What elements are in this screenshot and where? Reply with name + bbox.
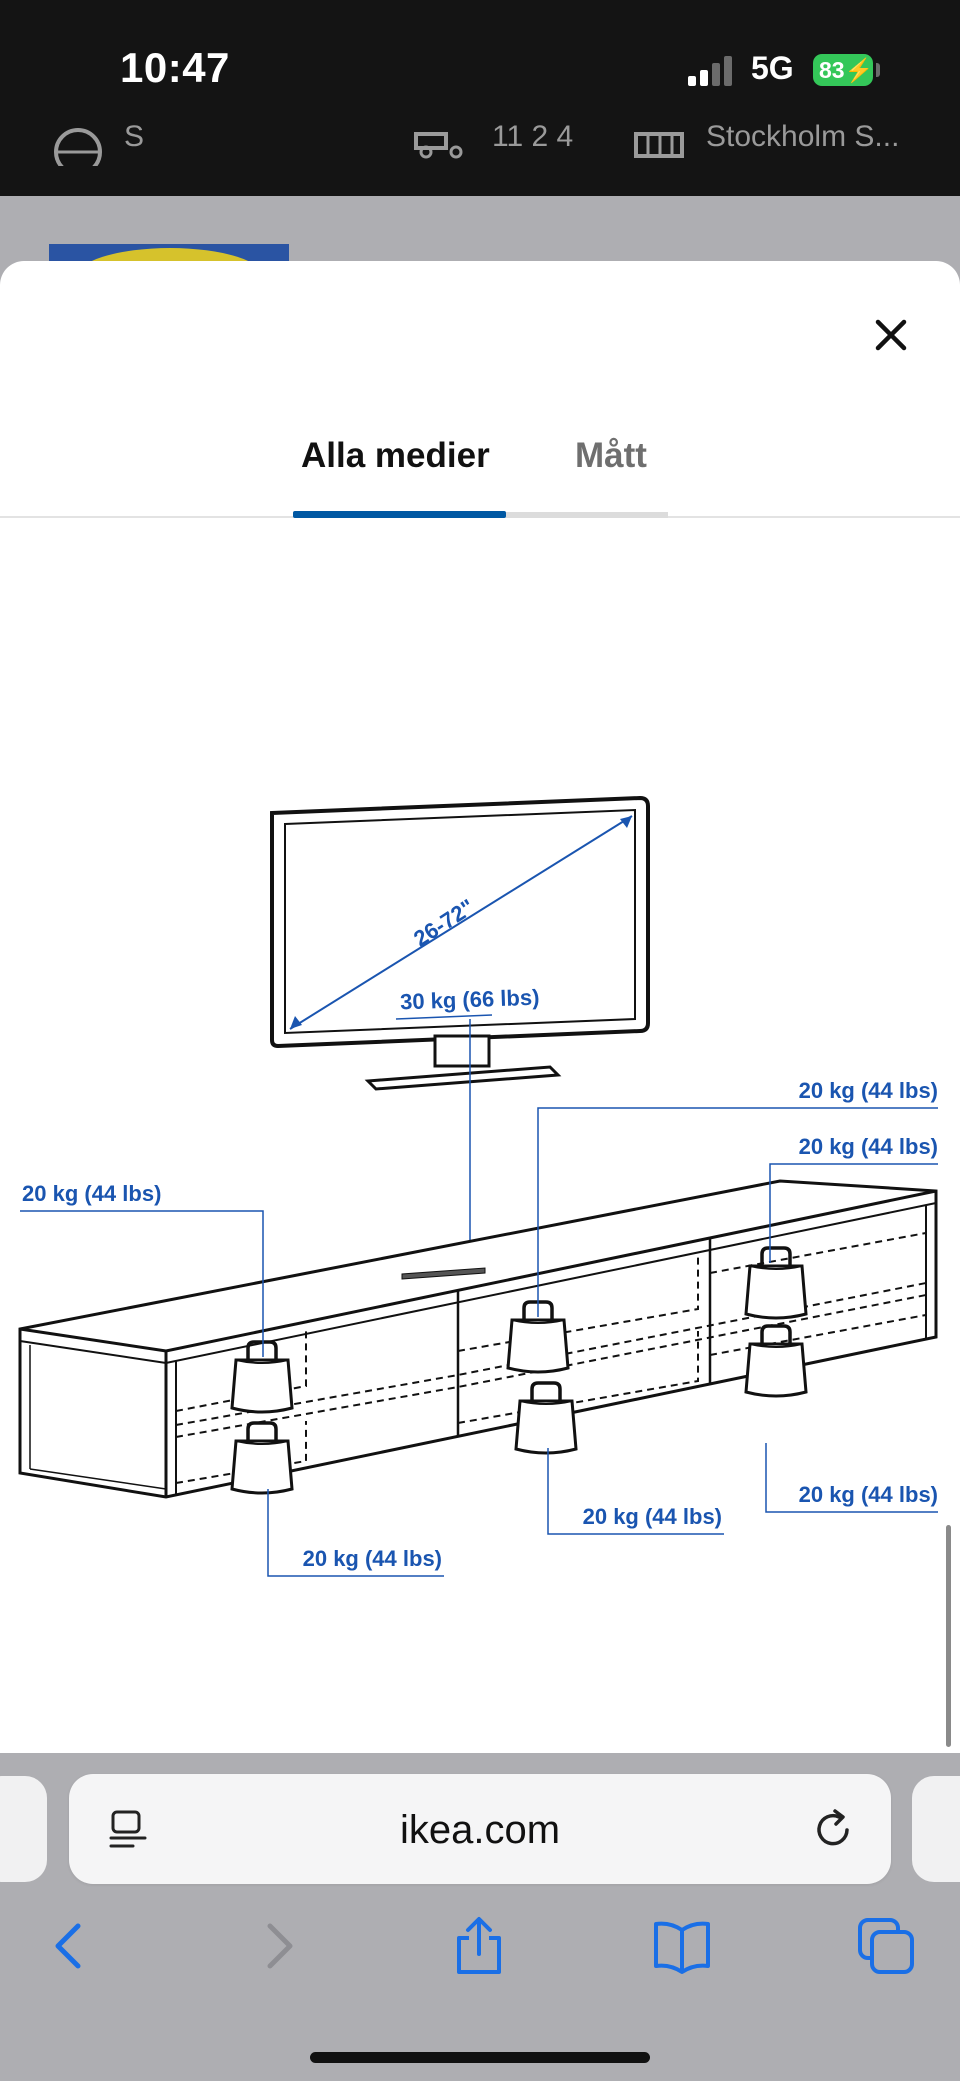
header-peek-right: Stockholm S... xyxy=(706,120,900,153)
scrollbar[interactable] xyxy=(946,1525,951,1747)
status-time: 10:47 xyxy=(120,44,230,91)
home-indicator[interactable] xyxy=(310,2052,650,2063)
tv-load-label: 30 kg (66 lbs) xyxy=(400,985,540,1015)
address-bar[interactable]: ikea.com xyxy=(69,1774,891,1884)
network-type: 5G xyxy=(751,50,794,86)
load-label-left-upper: 20 kg (44 lbs) xyxy=(22,1181,161,1206)
url-text: ikea.com xyxy=(399,1808,561,1852)
battery-indicator: 83⚡ xyxy=(813,54,873,86)
load-capacity-illustration[interactable]: 26-72" 30 kg (66 lbs) xyxy=(0,761,960,1661)
tab-active-indicator xyxy=(293,511,506,518)
tabs-icon[interactable] xyxy=(856,1916,916,1976)
share-icon[interactable] xyxy=(449,1916,509,1976)
charging-icon: ⚡ xyxy=(844,57,874,83)
forward-icon[interactable] xyxy=(248,1916,308,1976)
tab-alla-medier[interactable]: Alla medier xyxy=(301,436,490,475)
header-peek-left: S xyxy=(124,120,145,153)
load-label-right-lower: 20 kg (44 lbs) xyxy=(799,1482,938,1507)
signal-icon xyxy=(688,56,732,86)
load-label-middle-upper: 20 kg (44 lbs) xyxy=(799,1078,938,1103)
tab-track-segment xyxy=(506,512,668,518)
load-label-middle-lower: 20 kg (44 lbs) xyxy=(583,1504,722,1529)
reload-icon[interactable] xyxy=(811,1806,857,1852)
globe-icon xyxy=(54,128,102,166)
load-leaders xyxy=(20,1107,938,1577)
load-label-left-lower: 20 kg (44 lbs) xyxy=(303,1546,442,1571)
battery-tip xyxy=(876,63,880,77)
battery-level: 83 xyxy=(819,57,845,83)
tab-matt[interactable]: Mått xyxy=(575,436,647,475)
bookmarks-icon[interactable] xyxy=(652,1916,712,1976)
tv xyxy=(270,795,650,1091)
page-menu-icon[interactable] xyxy=(107,1808,151,1852)
tv-bench xyxy=(18,1179,938,1499)
header-peek-middle: 11 2 4 xyxy=(492,120,574,153)
delivery-truck-icon xyxy=(414,132,463,159)
load-label-right-upper: 20 kg (44 lbs) xyxy=(799,1134,938,1159)
status-bar: 10:47 5G 83⚡ S 11 2 4 Stockholm S... xyxy=(0,0,960,196)
next-tab-peek[interactable] xyxy=(912,1776,960,1882)
previous-tab-peek[interactable] xyxy=(0,1776,47,1882)
close-icon[interactable] xyxy=(862,306,920,364)
back-icon[interactable] xyxy=(40,1916,100,1976)
media-modal: Alla medier Mått 26-72" 30 kg (66 lbs) xyxy=(0,261,960,1753)
store-icon xyxy=(634,132,684,158)
